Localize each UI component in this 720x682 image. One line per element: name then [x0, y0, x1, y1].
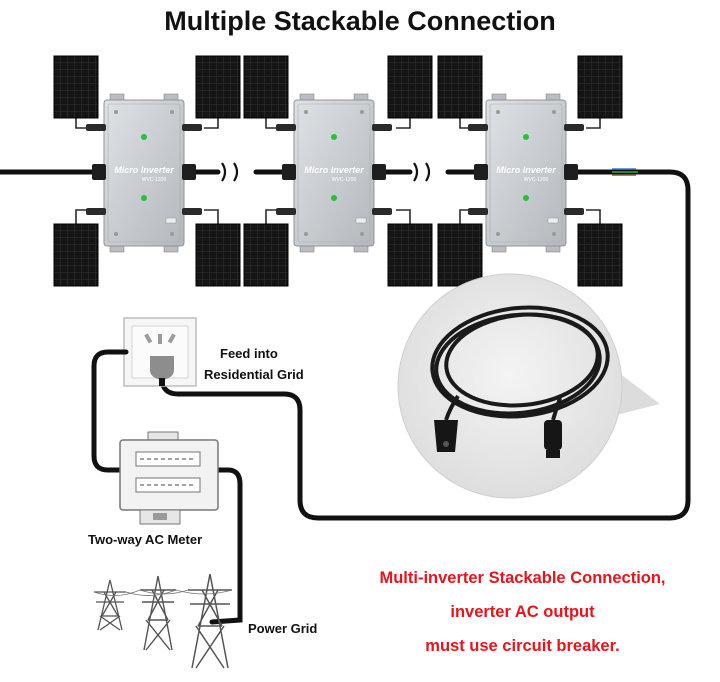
inverter-model: WVC-1200 — [142, 177, 167, 183]
inverter-label: Micro Inverter — [496, 165, 556, 175]
power-tower-icon — [140, 575, 176, 651]
wall-socket-icon — [123, 317, 197, 387]
ac-meter-icon — [119, 431, 219, 525]
inverter-model: WVC-1200 — [524, 177, 549, 183]
solar-panel-icon — [387, 223, 433, 287]
solar-panel-icon — [53, 223, 99, 287]
power-grid-label: Power Grid — [248, 621, 318, 636]
feed-label-line2: Residential Grid — [204, 367, 304, 382]
inverter-model: WVC-1200 — [332, 177, 357, 183]
solar-panel-icon — [195, 55, 241, 119]
cable-break-icon — [221, 162, 431, 182]
panel-wiring — [75, 118, 601, 228]
diagram-title: Multiple Stackable Connection — [164, 6, 556, 36]
meter-label: Two-way AC Meter — [88, 532, 203, 547]
solar-panel-icon — [577, 55, 623, 119]
solar-panel-icon — [195, 223, 241, 287]
power-line-icon — [93, 589, 233, 596]
solar-panel-icon — [387, 55, 433, 119]
power-tower-icon — [188, 573, 232, 669]
inverter-label: Micro Inverter — [304, 165, 364, 175]
ac-connector-icon — [544, 420, 562, 458]
solar-panel-icon — [53, 55, 99, 119]
ac-cable-callout — [397, 273, 660, 499]
ac-cable-coil-icon — [430, 305, 610, 421]
note-line1: Multi-inverter Stackable Connection, — [379, 569, 666, 587]
grid-cable — [91, 349, 243, 625]
feed-label-line1: Feed into — [220, 346, 278, 361]
solar-panel-icon — [577, 223, 623, 287]
solar-panel-icon — [243, 223, 289, 287]
inverter-label: Micro Inverter — [114, 165, 174, 175]
note-line2: inverter AC output — [450, 603, 595, 621]
wire-ends-icon — [612, 168, 638, 176]
schuko-plug-icon — [434, 420, 458, 452]
solar-panel-icon — [243, 55, 289, 119]
power-tower-icon — [94, 579, 126, 631]
solar-panel-icon — [437, 55, 483, 119]
note-line3: must use circuit breaker. — [425, 637, 620, 655]
solar-panel-icon — [437, 223, 483, 287]
